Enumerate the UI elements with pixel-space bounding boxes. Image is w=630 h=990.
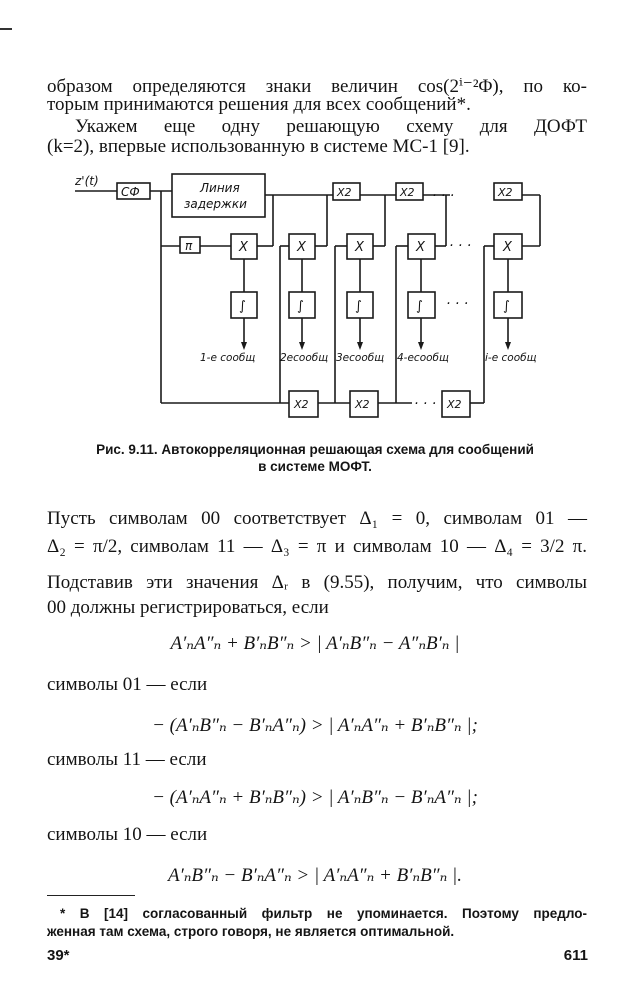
condition-11: символы 11 — если (47, 749, 207, 770)
output-label-1: 1-е сообщ (200, 352, 255, 364)
svg-text:· · ·: · · · (449, 238, 471, 254)
output-label-2: 2есообщ (280, 352, 328, 364)
equation-01: − (A′ₙB″ₙ − B′ₙA″ₙ) > | A′ₙA″ₙ + B′ₙB″ₙ … (152, 715, 478, 736)
signature-mark: 39* (47, 947, 70, 964)
intro-line-4: (k=2), впервые использованную в системе … (47, 136, 470, 157)
body-line-3: Подставив эти значения Δᵣ в (9.55), полу… (47, 572, 587, 593)
intro-line-2: торым принимаются решения для всех сообщ… (47, 94, 471, 115)
output-label-i: i-е сообщ (485, 352, 537, 364)
doubler-label: X2 (354, 398, 370, 411)
svg-text:· · ·: · · · (446, 296, 468, 312)
delay-line-label-1: Линия (199, 181, 240, 195)
svg-text:· · ·: · · · (414, 396, 436, 412)
footnote-line-1: * В [14] согласованный фильтр не упомина… (60, 906, 587, 921)
block-diagram: · · · · · · · · · · · · z'(t) СФ Линия зад… (74, 173, 541, 418)
phase-shift-block (179, 236, 201, 254)
page-number: 611 (563, 947, 588, 964)
integrator-label: ∫ (416, 299, 423, 314)
ellipses: · · · · · · · · · · · · (414, 188, 471, 412)
integrator-label: ∫ (297, 299, 304, 314)
intro-line-1: образом определяются знаки величин cos(2… (47, 76, 587, 97)
output-label-3: 3есообщ (336, 352, 384, 364)
doubler-label: X2 (446, 398, 462, 411)
multiplier-label: X (502, 240, 513, 255)
equation-10: A′ₙB″ₙ − B′ₙA″ₙ > | A′ₙA″ₙ + B′ₙB″ₙ |. (167, 865, 463, 886)
condition-01: символы 01 — если (47, 674, 208, 695)
arrow-heads (241, 342, 511, 350)
doubler-label: X2 (399, 186, 415, 199)
figure-caption-line-1: Рис. 9.11. Автокорреляционная решающая с… (96, 442, 534, 457)
footnote-rule (47, 895, 135, 896)
svg-text:· · ·: · · · (432, 188, 454, 204)
condition-10: символы 10 — если (47, 824, 208, 845)
multiplier-label: X (238, 240, 249, 255)
multiplier-label: X (296, 240, 307, 255)
matched-filter-label: СФ (121, 185, 140, 199)
multiplier-label: X (415, 240, 426, 255)
multiplier-label: X (354, 240, 365, 255)
delay-line-label-2: задержки (184, 197, 247, 211)
doubler-label: X2 (497, 186, 513, 199)
body-line-4: 00 должны регистрироваться, если (47, 597, 329, 618)
equation-11: − (A′ₙA″ₙ + B′ₙB″ₙ) > | A′ₙB″ₙ − B′ₙA″ₙ … (152, 787, 478, 808)
intro-line-3: Укажем еще одну решающую схему для ДОФТ (75, 116, 587, 137)
integrator-label: ∫ (355, 299, 362, 314)
footnote-line-2: женная там схема, строго говоря, не явля… (47, 924, 455, 939)
input-signal-label: z'(t) (74, 174, 99, 188)
equation-00: A′ₙA″ₙ + B′ₙB″ₙ > | A′ₙB″ₙ − A″ₙB′ₙ | (170, 633, 460, 654)
phase-shift-label: π (185, 239, 193, 253)
doubler-label: X2 (336, 186, 352, 199)
body-line-1: Пусть символам 00 соответствует Δ₁ = 0, … (47, 508, 587, 529)
output-label-4: 4-есообщ (397, 352, 449, 364)
integrator-blocks (230, 291, 523, 319)
integrator-label: ∫ (503, 299, 510, 314)
doubler-label: X2 (293, 398, 309, 411)
integrator-label: ∫ (239, 299, 246, 314)
figure-caption-line-2: в системе МОФТ. (258, 459, 372, 474)
page-edge-mark (0, 28, 12, 30)
body-line-2: Δ₂ = π/2, символам 11 — Δ₃ = π и символа… (47, 536, 587, 557)
